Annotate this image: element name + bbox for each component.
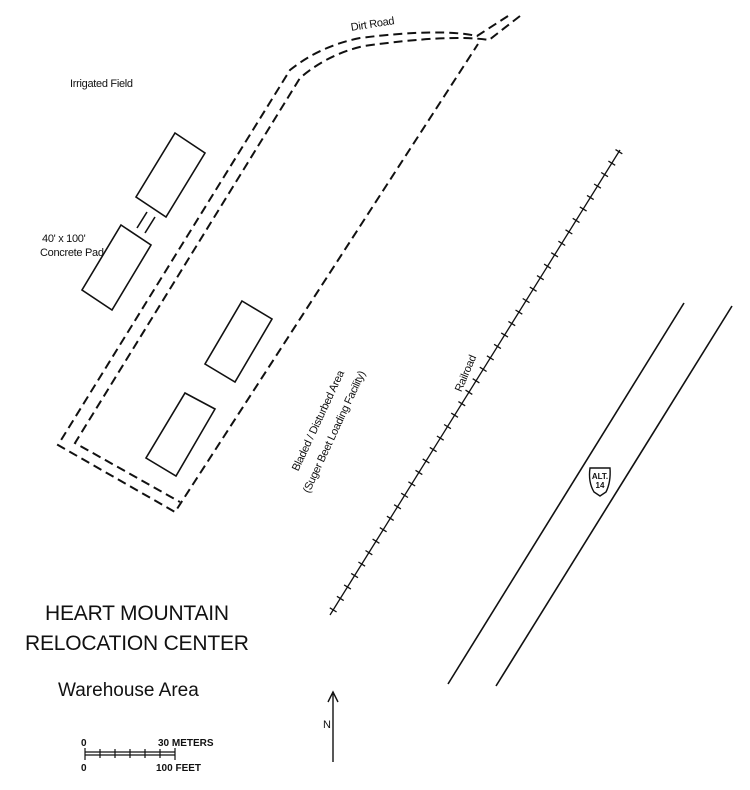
concrete-pad-1 bbox=[134, 131, 207, 219]
concrete-pad-3 bbox=[203, 299, 274, 384]
rail-tie bbox=[565, 229, 573, 235]
railroad bbox=[329, 149, 623, 616]
rail-tie bbox=[400, 492, 409, 499]
rail-tie bbox=[436, 435, 445, 441]
rail-tie bbox=[608, 160, 616, 166]
rail-tie bbox=[393, 504, 402, 510]
irrigated-field-label: Irrigated Field bbox=[70, 78, 133, 90]
rail-tie bbox=[529, 286, 537, 292]
rail-tie bbox=[429, 446, 437, 453]
rail-tie bbox=[343, 584, 352, 590]
map-title-line1: HEART MOUNTAIN bbox=[45, 602, 229, 625]
concrete-pad-2 bbox=[80, 223, 153, 312]
pad-connector bbox=[136, 211, 148, 229]
highway-shield-line2: 14 bbox=[595, 481, 605, 490]
scale-imperial-zero: 0 bbox=[81, 763, 87, 774]
rail-tie bbox=[329, 607, 337, 613]
rail-tie bbox=[600, 171, 609, 178]
rail-tie bbox=[465, 389, 473, 395]
rail-tie bbox=[358, 561, 366, 567]
rail-tie bbox=[500, 332, 509, 338]
rail-tie bbox=[472, 378, 480, 384]
rail-tie bbox=[558, 240, 566, 247]
rail-tie bbox=[372, 538, 380, 544]
highway-shield-icon bbox=[588, 467, 611, 497]
rail-tie bbox=[458, 401, 466, 407]
rail-tie bbox=[479, 366, 487, 373]
rail-tie bbox=[493, 343, 502, 350]
rail-tie bbox=[593, 183, 602, 189]
rail-tie bbox=[486, 355, 495, 361]
pad-connector bbox=[144, 216, 156, 234]
rail-tie bbox=[336, 595, 345, 602]
rail-tie bbox=[550, 252, 559, 258]
rail-tie bbox=[365, 549, 373, 556]
rail-tie bbox=[615, 149, 623, 155]
rail-tie bbox=[386, 515, 395, 521]
concrete-pad-label-line2: Concrete Pad bbox=[40, 247, 104, 259]
rail-tie bbox=[543, 263, 552, 269]
map-subtitle: Warehouse Area bbox=[58, 680, 199, 701]
concrete-pad-4 bbox=[144, 391, 217, 478]
highway-alt-14 bbox=[447, 302, 733, 687]
north-label: N bbox=[323, 719, 331, 731]
rail-tie bbox=[450, 412, 459, 418]
rail-tie bbox=[408, 481, 416, 487]
rail-tie bbox=[350, 572, 359, 579]
rail-tie bbox=[415, 469, 423, 476]
rail-tie bbox=[422, 458, 430, 464]
rail-tie bbox=[379, 527, 387, 533]
rail-tie bbox=[572, 217, 580, 224]
rail-tie bbox=[586, 194, 595, 201]
highway-shield-line1: ALT. bbox=[591, 472, 609, 481]
map-title-line2: RELOCATION CENTER bbox=[25, 632, 249, 655]
scale-bar bbox=[84, 748, 176, 760]
concrete-pads bbox=[80, 131, 274, 478]
rail-tie bbox=[579, 206, 587, 212]
rail-tie bbox=[515, 309, 523, 315]
rail-tie bbox=[522, 297, 530, 304]
rail-tie bbox=[536, 275, 545, 281]
north-arrow-icon bbox=[327, 690, 339, 762]
dirt-road bbox=[56, 15, 521, 514]
scale-metric-end: 30 METERS bbox=[158, 738, 214, 749]
rail-tie bbox=[508, 320, 516, 327]
rail-tie bbox=[443, 423, 452, 430]
scale-imperial-end: 100 FEET bbox=[156, 763, 202, 774]
scale-metric-zero: 0 bbox=[81, 738, 87, 749]
concrete-pad-label-line1: 40' x 100' bbox=[42, 233, 86, 245]
